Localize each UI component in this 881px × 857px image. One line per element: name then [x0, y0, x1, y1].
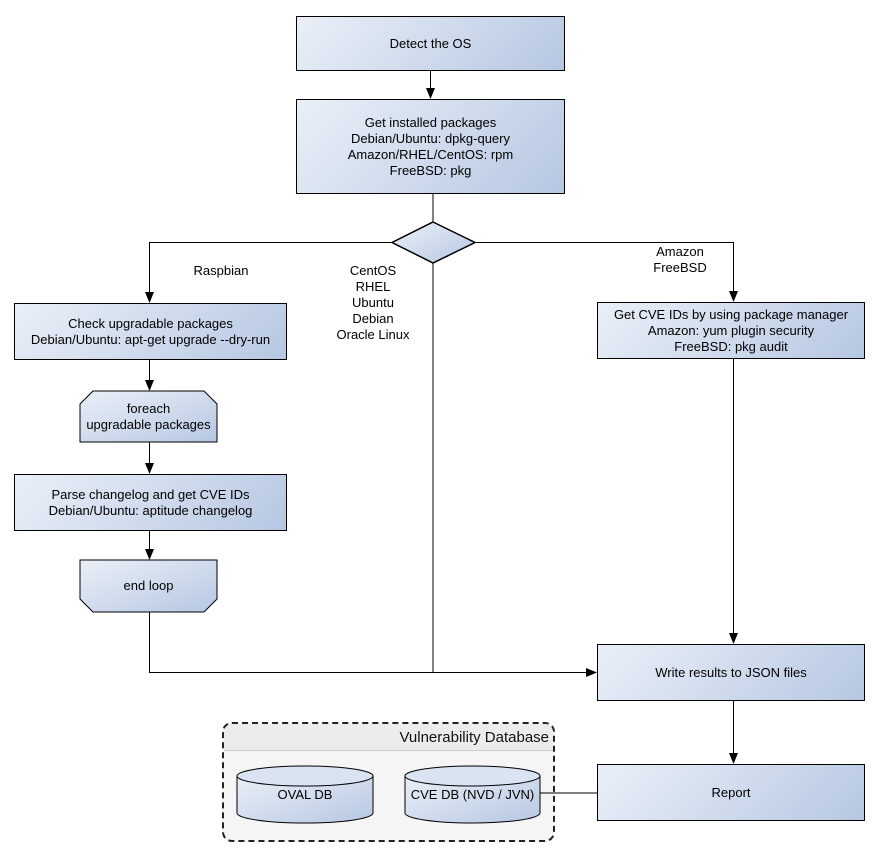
node-line: Amazon: yum plugin security — [647, 322, 815, 338]
node-line: Get CVE IDs by using package manager — [613, 306, 849, 322]
loop-end-label: end loop — [80, 560, 217, 612]
node-parse-changelog: Parse changelog and get CVE IDs Debian/U… — [14, 474, 287, 531]
db-label: CVE DB (NVD / JVN) — [410, 786, 535, 802]
decision-os-diamond — [390, 221, 477, 264]
node-line: upgradable packages — [86, 416, 211, 432]
node-line: Debian/Ubuntu: apt-get upgrade --dry-run — [30, 331, 271, 347]
node-line: Detect the OS — [389, 35, 472, 51]
arrowhead — [145, 549, 154, 560]
db-label: OVAL DB — [277, 786, 333, 802]
arrowhead — [729, 633, 738, 644]
arrowhead — [145, 463, 154, 474]
arrowhead — [145, 380, 154, 391]
node-line: Debian/Ubuntu: aptitude changelog — [48, 502, 253, 518]
edge-label-amazon-freebsd: Amazon FreeBSD — [653, 244, 707, 275]
container-header: Vulnerability Database — [224, 724, 553, 751]
node-line: Parse changelog and get CVE IDs — [51, 486, 250, 502]
node-line: Debian/Ubuntu: dpkg-query — [351, 130, 510, 146]
node-line: Write results to JSON files — [655, 664, 807, 680]
node-get-installed-packages: Get installed packages Debian/Ubuntu: dp… — [296, 99, 565, 194]
arrowhead — [426, 88, 435, 99]
node-line: foreach — [126, 400, 171, 416]
node-line: end loop — [123, 578, 174, 593]
arrowhead — [729, 753, 738, 764]
node-report: Report — [597, 764, 865, 821]
node-line: Report — [711, 784, 751, 800]
edge-label-raspbian: Raspbian — [193, 263, 249, 278]
container-title: Vulnerability Database — [399, 728, 549, 746]
node-line: FreeBSD: pkg audit — [674, 338, 788, 354]
node-line: Check upgradable packages — [68, 315, 233, 331]
db-oval-label: OVAL DB — [237, 768, 373, 821]
edge-label-os-list: CentOS RHEL Ubuntu Debian Oracle Linux — [336, 263, 410, 342]
arrowhead — [729, 291, 738, 302]
node-line: FreeBSD: pkg — [389, 162, 472, 178]
node-write-results: Write results to JSON files — [597, 644, 865, 701]
node-detect-os: Detect the OS — [296, 16, 565, 71]
node-line: Get installed packages — [364, 114, 497, 130]
node-check-upgradable-packages: Check upgradable packages Debian/Ubuntu:… — [14, 303, 287, 360]
db-cve-label: CVE DB (NVD / JVN) — [405, 768, 540, 821]
node-get-cve-ids: Get CVE IDs by using package manager Ama… — [597, 302, 865, 359]
loop-start-foreach-label: foreach upgradable packages — [80, 391, 217, 442]
edge-endloop-to-write — [149, 612, 588, 673]
arrowhead — [145, 292, 154, 303]
arrowhead — [586, 668, 597, 677]
node-line: Amazon/RHEL/CentOS: rpm — [347, 146, 514, 162]
